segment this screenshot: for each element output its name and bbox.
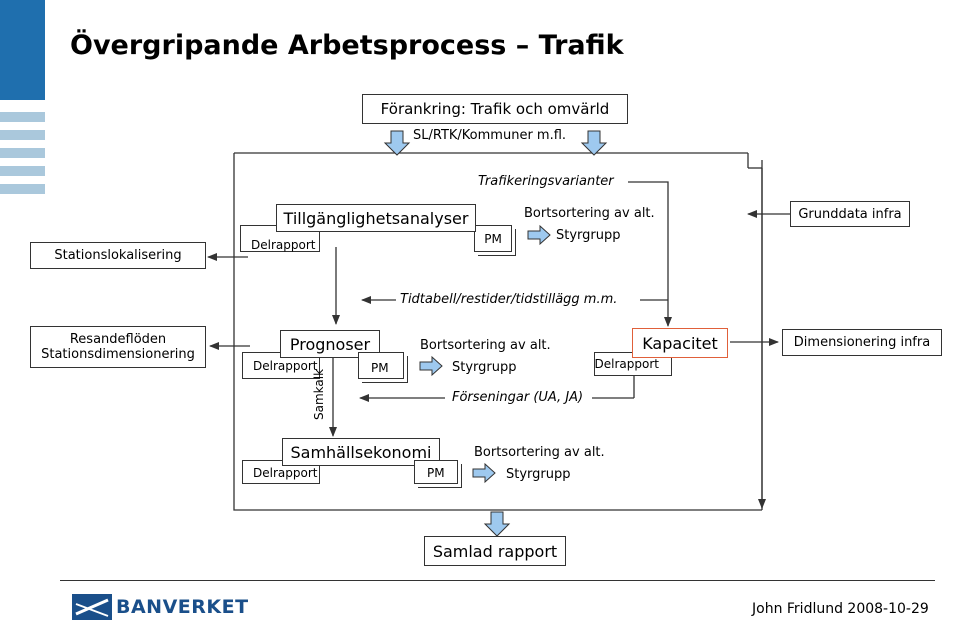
pm-box-1: PM xyxy=(474,225,512,252)
trafikeringsvarianter-label: Trafikeringsvarianter xyxy=(478,174,614,189)
forseningar-label: Förseningar (UA, JA) xyxy=(452,390,584,405)
bortsortering-label-1: Bortsortering av alt. xyxy=(524,206,655,221)
footer-divider xyxy=(60,580,935,581)
styrgrupp-label-3: Styrgrupp xyxy=(506,467,571,482)
forankring-box: Förankring: Trafik och omvärld xyxy=(362,94,628,124)
down-block-arrow-3 xyxy=(483,511,511,537)
styrgrupp-label-1: Styrgrupp xyxy=(556,228,621,243)
arrow-trafikering xyxy=(628,181,672,327)
right-block-arrow-1 xyxy=(527,224,551,246)
tillganglighetsanalyser-box: Tillgänglighetsanalyser xyxy=(276,204,476,232)
kapacitet-box: Kapacitet xyxy=(632,328,728,358)
sidebar-stripe xyxy=(0,166,45,176)
sidebar-stripe xyxy=(0,112,45,122)
resandefloden-label: Resandeflöden xyxy=(69,332,167,347)
stationslokalisering-box: Stationslokalisering xyxy=(30,242,206,269)
footer-author: John Fridlund 2008-10-29 xyxy=(752,601,929,617)
sidebar-dark-block xyxy=(0,0,45,100)
sidebar-stripe xyxy=(0,184,45,194)
delrapport-box-3: Delrapport xyxy=(242,460,320,484)
stationsdimensionering-label: Stationsdimensionering xyxy=(41,347,195,362)
resandefloden-box: Resandeflöden Stationsdimensionering xyxy=(30,326,206,368)
bortsortering-label-2: Bortsortering av alt. xyxy=(420,338,551,353)
down-block-arrow-2 xyxy=(580,130,608,156)
grunddata-box: Grunddata infra xyxy=(790,201,910,227)
right-block-arrow-2 xyxy=(419,355,443,377)
banverket-logo-icon xyxy=(72,594,112,620)
down-block-arrow-1 xyxy=(383,130,411,156)
banverket-logo-text: BANVERKET xyxy=(116,596,249,618)
pm-box-2: PM xyxy=(358,352,404,379)
bortsortering-label-3: Bortsortering av alt. xyxy=(474,445,605,460)
samkalk-label: Samkalk xyxy=(312,368,326,420)
right-block-arrow-3 xyxy=(472,462,496,484)
sidebar-decoration xyxy=(0,0,45,632)
pm-box-3: PM xyxy=(414,460,458,484)
sidebar-stripe xyxy=(0,148,45,158)
process-frame-left-bottom xyxy=(233,153,762,511)
dimensionering-box: Dimensionering infra xyxy=(782,329,942,356)
samhallsekonomi-box: Samhällsekonomi xyxy=(282,438,440,466)
sl-label: SL/RTK/Kommuner m.fl. xyxy=(413,128,567,143)
styrgrupp-label-2: Styrgrupp xyxy=(452,360,517,375)
sidebar-stripe xyxy=(0,130,45,140)
tidtabell-label: Tidtabell/restider/tidstillägg m.m. xyxy=(400,292,618,307)
samlad-rapport-box: Samlad rapport xyxy=(424,536,566,566)
page-title: Övergripande Arbetsprocess – Trafik xyxy=(70,30,624,61)
